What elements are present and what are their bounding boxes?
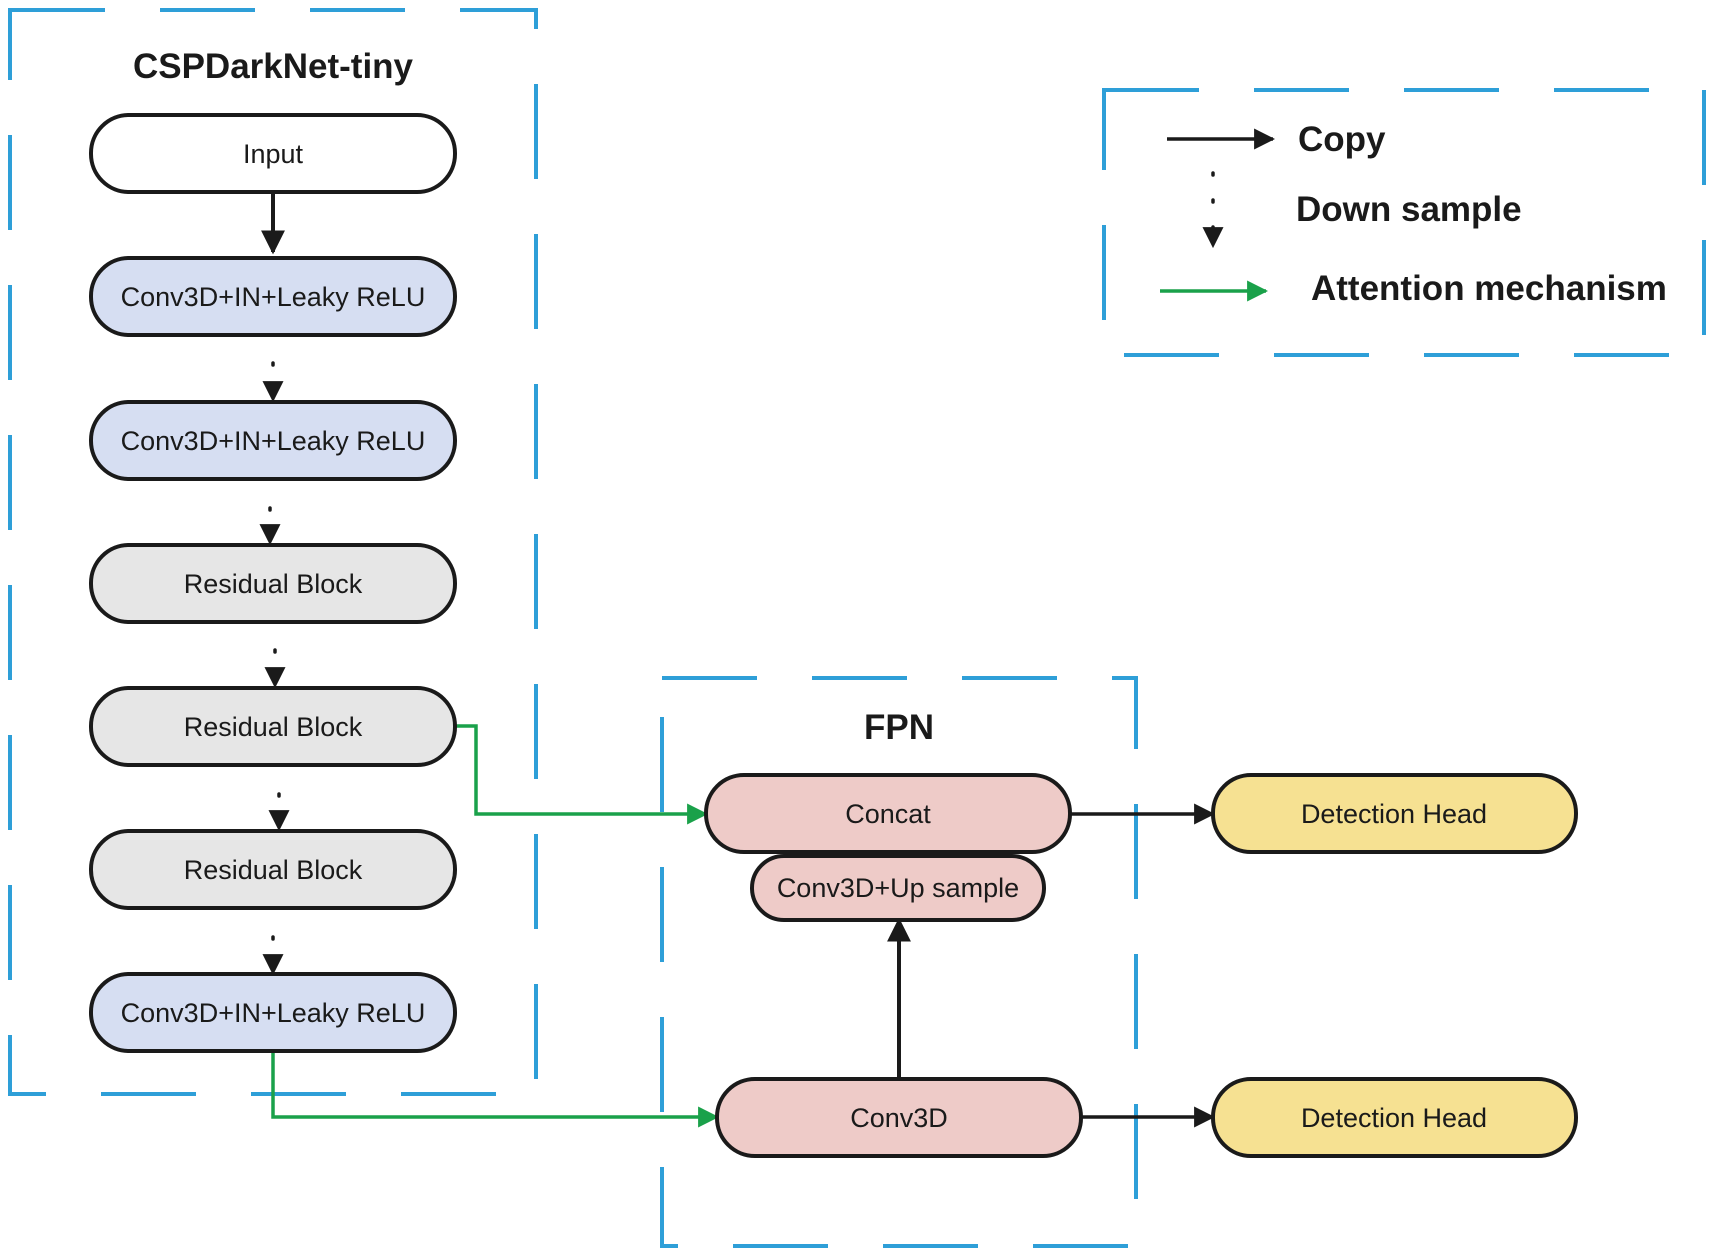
node-detection-head-1-label: Detection Head: [1301, 799, 1487, 829]
node-input-label: Input: [243, 139, 304, 169]
node-conv-1-label: Conv3D+IN+Leaky ReLU: [121, 282, 426, 312]
node-concat: Concat: [704, 773, 1072, 854]
legend-down-sample-label: Down sample: [1296, 190, 1522, 229]
node-residual-2-label: Residual Block: [184, 712, 363, 742]
node-conv-2: Conv3D+IN+Leaky ReLU: [89, 400, 457, 481]
attention-arrow-conv-to-conv3d: [271, 1051, 720, 1128]
fpn-group: FPN: [660, 676, 1138, 1248]
node-detection-head-2: Detection Head: [1211, 1077, 1578, 1158]
node-residual-3-label: Residual Block: [184, 855, 363, 885]
legend-attention-label: Attention mechanism: [1311, 269, 1667, 308]
node-residual-1-label: Residual Block: [184, 569, 363, 599]
node-detection-head-1: Detection Head: [1211, 773, 1578, 854]
node-residual-2: Residual Block: [89, 686, 457, 767]
node-conv-3: Conv3D+IN+Leaky ReLU: [89, 972, 457, 1053]
node-input: Input: [89, 113, 457, 194]
node-conv-2-label: Conv3D+IN+Leaky ReLU: [121, 426, 426, 456]
node-upsample-label: Conv3D+Up sample: [777, 873, 1019, 903]
node-conv-1: Conv3D+IN+Leaky ReLU: [89, 256, 457, 337]
fpn-dashed-border: [660, 676, 1138, 1248]
node-residual-1: Residual Block: [89, 543, 457, 624]
legend-dashed-border: [1102, 88, 1706, 357]
node-detection-head-2-label: Detection Head: [1301, 1103, 1487, 1133]
attention-connectors: [271, 724, 720, 1128]
backbone-connectors: [259, 192, 290, 976]
fpn-connectors: [887, 803, 1216, 1128]
node-conv3d-label: Conv3D: [850, 1103, 948, 1133]
fpn-title: FPN: [864, 708, 934, 747]
node-residual-3: Residual Block: [89, 829, 457, 910]
node-conv-3-label: Conv3D+IN+Leaky ReLU: [121, 998, 426, 1028]
backbone-title: CSPDarkNet-tiny: [133, 47, 414, 86]
node-conv3d: Conv3D: [715, 1077, 1083, 1158]
attention-arrow-res-to-concat: [455, 724, 709, 825]
legend-group: Copy Down sample Attention mechanism: [1102, 88, 1706, 357]
node-upsample: Conv3D+Up sample: [750, 854, 1046, 922]
node-concat-label: Concat: [845, 799, 931, 829]
legend-copy-label: Copy: [1298, 120, 1386, 159]
